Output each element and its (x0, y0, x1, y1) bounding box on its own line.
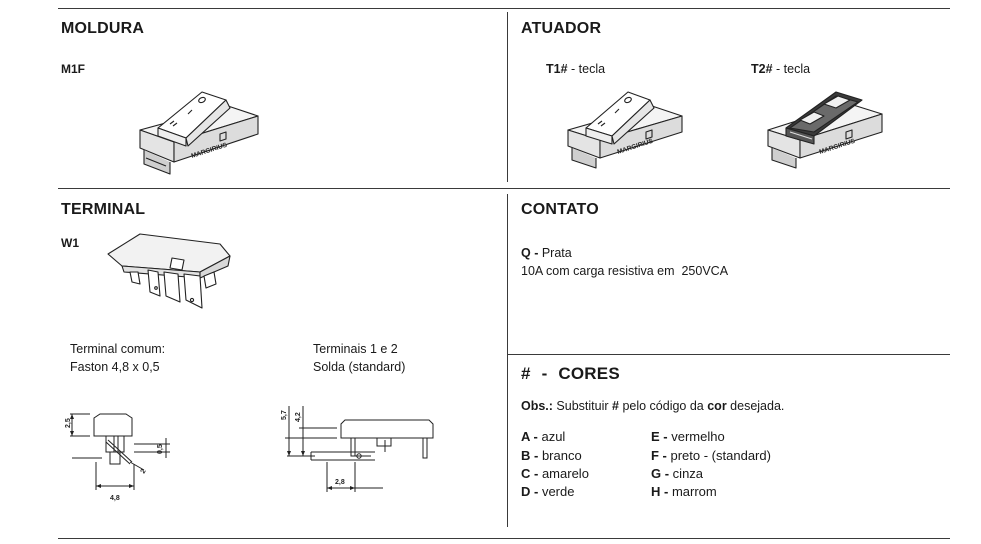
terminal-code: W1 (61, 236, 79, 250)
terminal-faston-dimension-drawing: 2,5 0,5 4,8 2 (65, 413, 170, 502)
cores-item-b: B - branco (521, 448, 582, 463)
terminal-right-dim-h1: 5,7 (281, 410, 288, 420)
moldura-title: MOLDURA (61, 20, 145, 37)
terminal-solder-line2: Solda (standard) (313, 360, 406, 374)
terminal-right-dim-w: 2,8 (335, 479, 345, 486)
terminal-left-dim-h2: 0,5 (157, 444, 164, 454)
atuador-t1-drawing: MARGIRIUS (567, 91, 683, 169)
cores-obs-pre: Substituir (552, 399, 613, 413)
atuador-title: ATUADOR (521, 20, 602, 37)
cores-item-name: marrom (668, 484, 717, 499)
col-divider-top (507, 12, 508, 182)
cores-item-name: verde (538, 484, 575, 499)
cores-item-a: A - azul (521, 429, 565, 444)
contato-title: CONTATO (521, 201, 599, 218)
cores-item-code: A - (521, 429, 538, 444)
atuador-t1-label: T1# - tecla (546, 60, 605, 78)
terminal-title: TERMINAL (61, 201, 146, 218)
mid-rule (58, 188, 950, 189)
cores-item-name: branco (538, 448, 582, 463)
terminal-common-text: Terminal comum: Faston 4,8 x 0,5 (70, 340, 165, 376)
terminal-common-line2: Faston 4,8 x 0,5 (70, 360, 160, 374)
terminal-left-dim-h1: 2,5 (65, 418, 72, 428)
atuador-t2-drawing: MARGIRIUS (767, 91, 883, 169)
contato-rating: 10A com carga resistiva em 250VCA (521, 264, 729, 278)
contato-material-line: Q - Prata (521, 244, 572, 262)
terminal-solder-line1: Terminais 1 e 2 (313, 342, 398, 356)
cores-obs-label: Obs.: (521, 399, 553, 413)
cores-item-h: H - marrom (651, 484, 717, 499)
cores-title-text: CORES (558, 364, 620, 383)
cores-item-e: E - vermelho (651, 429, 725, 444)
terminal-w1-drawing (107, 233, 231, 309)
cores-item-code: D - (521, 484, 539, 499)
cores-obs-post: desejada. (726, 399, 785, 413)
atuador-t1-code: T1# (546, 62, 568, 76)
terminal-left-dim-slot: 2 (140, 468, 148, 475)
cores-item-name: azul (537, 429, 566, 444)
cores-rule (508, 354, 950, 355)
cores-item-c: C - amarelo (521, 466, 589, 481)
contato-code: Q - (521, 246, 539, 260)
terminal-right-dim-h2: 4,2 (295, 412, 302, 422)
atuador-t1-desc: - tecla (567, 62, 606, 76)
bottom-rule (58, 538, 950, 539)
moldura-code: M1F (61, 62, 85, 76)
cores-item-name: cinza (669, 466, 704, 481)
cores-title-hash: # (521, 364, 531, 383)
cores-title: # - CORES (521, 364, 620, 384)
terminal-left-dim-w: 4,8 (110, 495, 120, 502)
terminal-solder-text: Terminais 1 e 2 Solda (standard) (313, 340, 405, 376)
cores-obs-mid: pelo código da (618, 399, 708, 413)
cores-item-name: preto - (standard) (666, 448, 771, 463)
cores-item-code: C - (521, 466, 539, 481)
cores-title-sep: - (541, 364, 548, 383)
cores-item-code: E - (651, 429, 668, 444)
cores-obs: Obs.: Substituir # pelo código da cor de… (521, 397, 784, 415)
cores-item-code: H - (651, 484, 669, 499)
terminal-common-line1: Terminal comum: (70, 342, 166, 356)
moldura-switch-drawing: MARGIRIUS (139, 91, 259, 175)
cores-item-g: G - cinza (651, 466, 703, 481)
atuador-t2-desc: - tecla (772, 62, 811, 76)
cores-item-d: D - verde (521, 484, 574, 499)
cores-obs-hash: # (612, 399, 619, 413)
cores-item-code: B - (521, 448, 539, 463)
atuador-t2-label: T2# - tecla (751, 60, 810, 78)
atuador-t2-code: T2# (751, 62, 773, 76)
cores-item-code: G - (651, 466, 670, 481)
cores-item-name: vermelho (667, 429, 725, 444)
col-divider-bottom (507, 194, 508, 527)
top-rule (58, 8, 950, 9)
cores-item-code: F - (651, 448, 667, 463)
contato-material: Prata (538, 246, 572, 260)
cores-obs-bold: cor (707, 399, 727, 413)
cores-item-f: F - preto - (standard) (651, 448, 771, 463)
cores-item-name: amarelo (538, 466, 589, 481)
terminal-solder-dimension-drawing: 5,7 4,2 2,8 (281, 406, 434, 492)
